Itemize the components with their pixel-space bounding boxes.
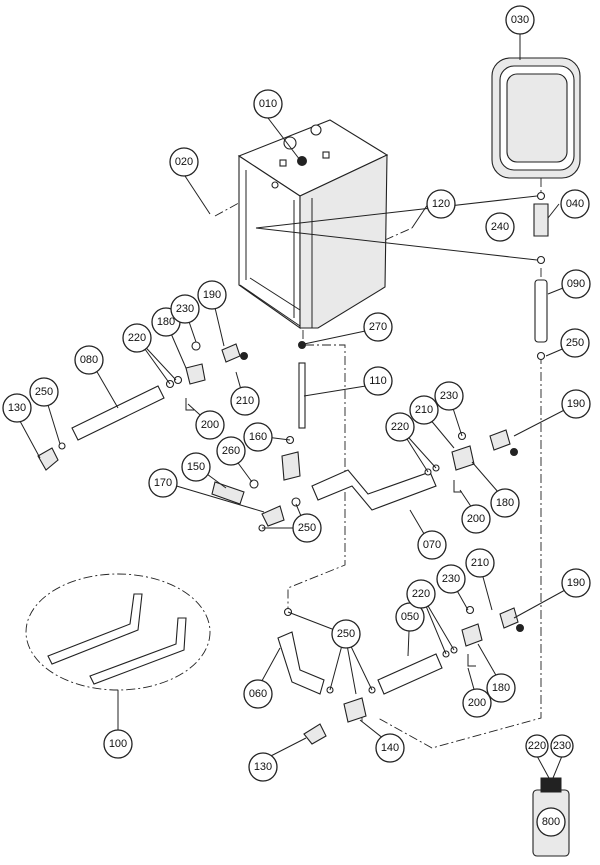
callout-120: 120 bbox=[426, 189, 456, 219]
callout-010: 010 bbox=[253, 89, 283, 119]
callout-060: 060 bbox=[243, 679, 273, 709]
callout-100: 100 bbox=[103, 729, 133, 759]
svg-text:080: 080 bbox=[80, 354, 98, 366]
svg-text:110: 110 bbox=[369, 375, 387, 387]
svg-text:230: 230 bbox=[440, 390, 458, 402]
svg-text:170: 170 bbox=[154, 477, 172, 489]
callout-160: 160 bbox=[243, 422, 273, 452]
callout-180-mid: 180 bbox=[490, 488, 520, 518]
svg-text:190: 190 bbox=[567, 398, 585, 410]
callout-230-bottom: 230 bbox=[436, 564, 466, 594]
svg-text:210: 210 bbox=[471, 557, 489, 569]
callout-180-bottom: 180 bbox=[486, 673, 516, 703]
callout-230-mid: 230 bbox=[434, 381, 464, 411]
boiler-cabinet bbox=[237, 119, 389, 330]
svg-text:100: 100 bbox=[109, 738, 127, 750]
svg-text:070: 070 bbox=[423, 539, 441, 551]
svg-text:250: 250 bbox=[566, 337, 584, 349]
callout-220-bottom: 220 bbox=[406, 579, 436, 609]
callout-090: 090 bbox=[561, 269, 591, 299]
svg-text:270: 270 bbox=[369, 321, 387, 333]
callout-250-bottom: 250 bbox=[331, 619, 361, 649]
callout-250-left: 250 bbox=[29, 377, 59, 407]
svg-text:190: 190 bbox=[567, 577, 585, 589]
callout-230-grease: 230 bbox=[550, 734, 574, 758]
callout-130-left: 130 bbox=[2, 393, 32, 423]
callout-190-bottom: 190 bbox=[561, 568, 591, 598]
svg-text:250: 250 bbox=[337, 628, 355, 640]
svg-text:200: 200 bbox=[201, 419, 219, 431]
svg-text:020: 020 bbox=[175, 156, 193, 168]
callout-110: 110 bbox=[363, 366, 393, 396]
svg-text:140: 140 bbox=[381, 742, 399, 754]
svg-text:050: 050 bbox=[401, 611, 419, 623]
callout-210-bottom: 210 bbox=[465, 548, 495, 578]
callout-250-right: 250 bbox=[560, 328, 590, 358]
svg-text:220: 220 bbox=[128, 332, 146, 344]
callout-220-grease: 220 bbox=[525, 734, 549, 758]
callout-200-left: 200 bbox=[195, 410, 225, 440]
callout-200-bottom: 200 bbox=[462, 688, 492, 718]
svg-text:220: 220 bbox=[528, 740, 546, 752]
svg-text:120: 120 bbox=[432, 198, 450, 210]
svg-text:160: 160 bbox=[249, 431, 267, 443]
callout-250-mid: 250 bbox=[292, 513, 322, 543]
callout-030: 030 bbox=[505, 5, 535, 35]
callout-040: 040 bbox=[560, 189, 590, 219]
svg-text:220: 220 bbox=[391, 421, 409, 433]
svg-text:240: 240 bbox=[491, 221, 509, 233]
svg-text:190: 190 bbox=[203, 289, 221, 301]
callout-130-bottom: 130 bbox=[248, 752, 278, 782]
svg-text:130: 130 bbox=[254, 761, 272, 773]
callout-240: 240 bbox=[485, 212, 515, 242]
callout-220-mid: 220 bbox=[385, 412, 415, 442]
callout-230-left: 230 bbox=[170, 294, 200, 324]
callout-150: 150 bbox=[181, 452, 211, 482]
svg-text:090: 090 bbox=[567, 278, 585, 290]
svg-text:150: 150 bbox=[187, 461, 205, 473]
callout-170: 170 bbox=[148, 468, 178, 498]
svg-text:200: 200 bbox=[468, 697, 486, 709]
callout-190-top: 190 bbox=[197, 280, 227, 310]
callout-200-mid: 200 bbox=[461, 504, 491, 534]
svg-text:220: 220 bbox=[412, 588, 430, 600]
callout-020: 020 bbox=[169, 147, 199, 177]
svg-text:030: 030 bbox=[511, 14, 529, 26]
svg-text:210: 210 bbox=[415, 404, 433, 416]
svg-text:200: 200 bbox=[467, 513, 485, 525]
svg-text:060: 060 bbox=[249, 688, 267, 700]
callout-140: 140 bbox=[375, 733, 405, 763]
svg-text:180: 180 bbox=[492, 682, 510, 694]
svg-text:230: 230 bbox=[176, 303, 194, 315]
callout-270: 270 bbox=[363, 312, 393, 342]
svg-text:210: 210 bbox=[236, 395, 254, 407]
svg-text:250: 250 bbox=[298, 522, 316, 534]
callout-800: 800 bbox=[536, 807, 566, 837]
expansion-vessel bbox=[491, 57, 581, 179]
callout-260: 260 bbox=[216, 436, 246, 466]
svg-text:230: 230 bbox=[553, 740, 571, 752]
svg-text:250: 250 bbox=[35, 386, 53, 398]
callout-070: 070 bbox=[417, 530, 447, 560]
callout-210-left: 210 bbox=[230, 386, 260, 416]
callout-190-mid: 190 bbox=[561, 389, 591, 419]
svg-text:260: 260 bbox=[222, 445, 240, 457]
svg-text:800: 800 bbox=[542, 816, 560, 828]
svg-text:130: 130 bbox=[8, 402, 26, 414]
svg-text:040: 040 bbox=[566, 198, 584, 210]
callout-labels: 010 020 030 040 050 060 070 080 090 100 … bbox=[2, 5, 591, 837]
svg-text:180: 180 bbox=[496, 497, 514, 509]
callout-210-mid: 210 bbox=[409, 395, 439, 425]
callout-080: 080 bbox=[74, 345, 104, 375]
svg-text:230: 230 bbox=[442, 573, 460, 585]
svg-text:010: 010 bbox=[259, 98, 277, 110]
svg-text:180: 180 bbox=[157, 316, 175, 328]
callout-220-left: 220 bbox=[122, 323, 152, 353]
